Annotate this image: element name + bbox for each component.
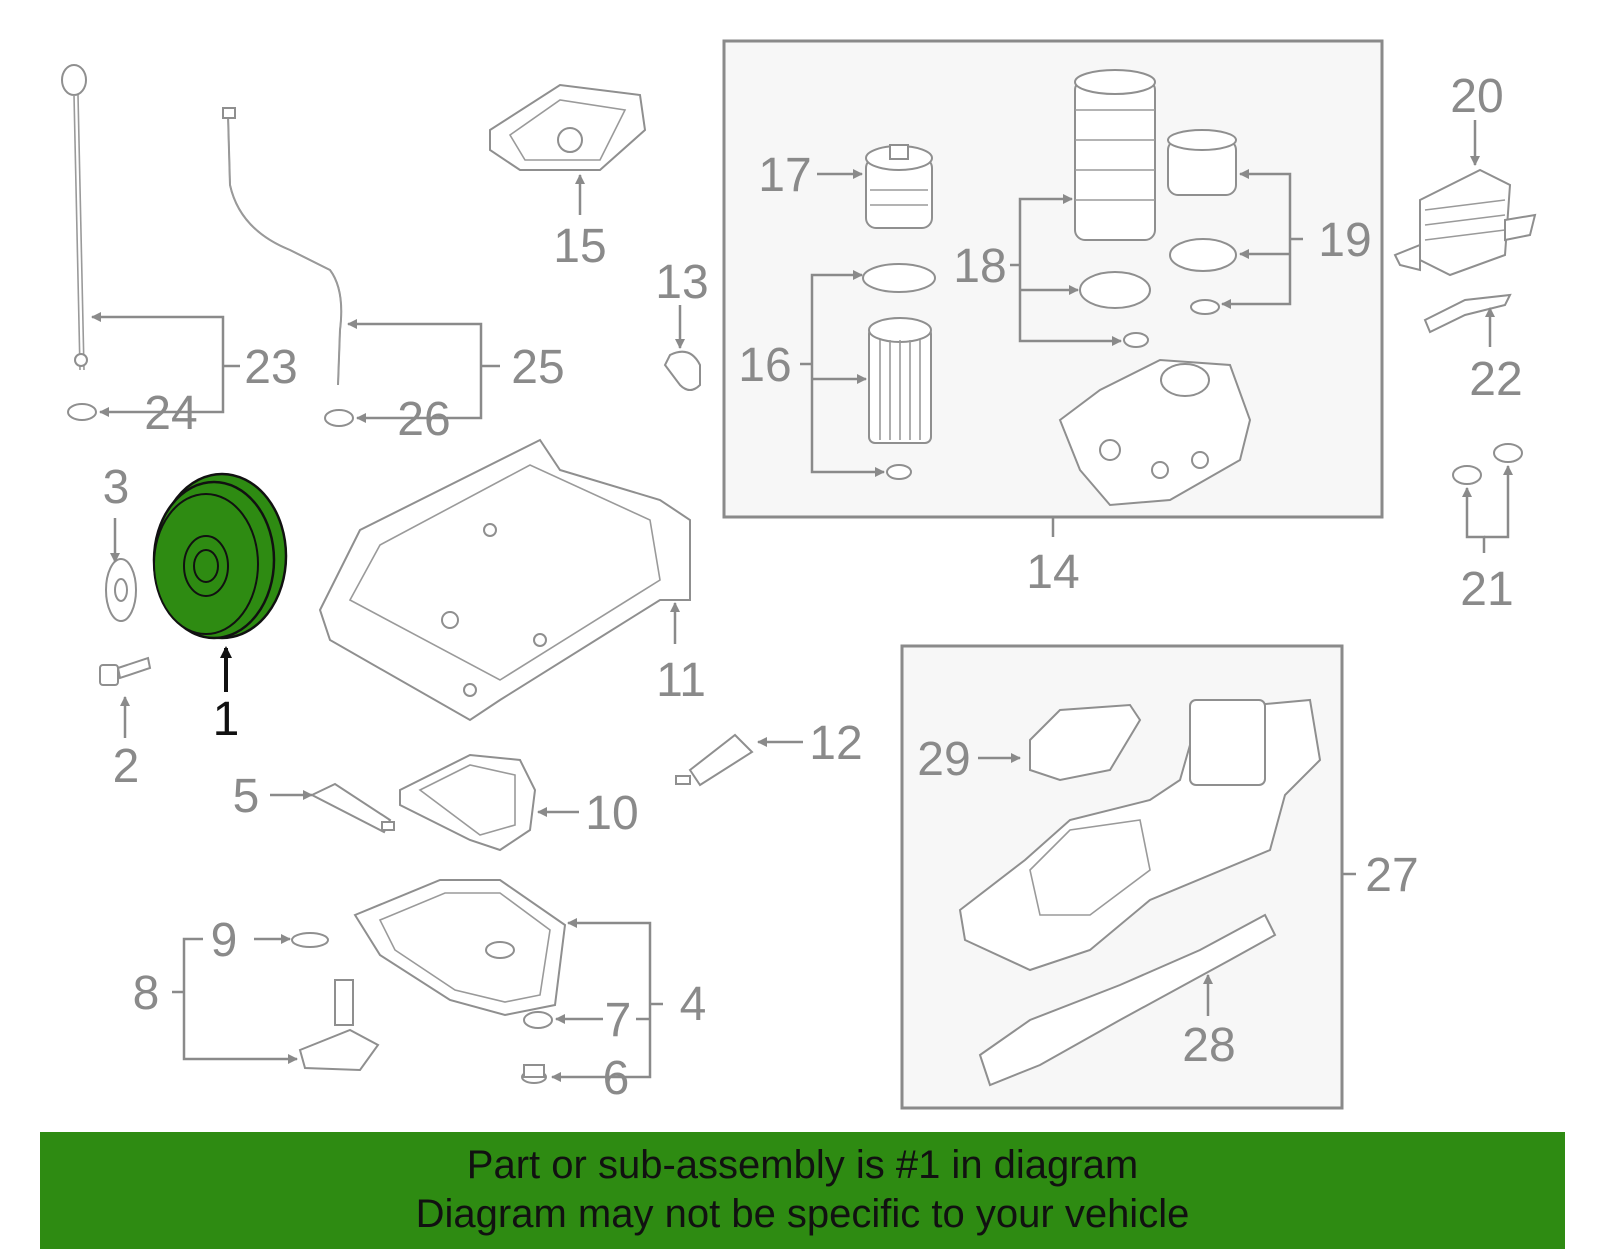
sealant-tube-5-part[interactable] [309, 782, 395, 834]
callout-16[interactable]: 16 [738, 339, 791, 392]
callout-6[interactable]: 6 [603, 1052, 630, 1105]
oil-level-sensor-part[interactable] [298, 979, 380, 1072]
callout-8[interactable]: 8 [133, 967, 160, 1020]
callout-23[interactable]: 23 [244, 341, 297, 394]
dipstick-tube-part[interactable] [222, 107, 354, 427]
sealant-tube-12-part[interactable] [675, 733, 754, 787]
oil-cooler-part[interactable] [1393, 168, 1537, 277]
seal-13-part[interactable] [663, 350, 701, 391]
callout-3[interactable]: 3 [103, 461, 130, 514]
callout-18[interactable]: 18 [953, 240, 1006, 293]
o-ring-9-part[interactable] [291, 932, 329, 948]
callout-26[interactable]: 26 [397, 393, 450, 446]
timing-cover-part[interactable] [489, 83, 647, 171]
callout-22[interactable]: 22 [1469, 353, 1522, 406]
lower-oil-pan-part[interactable] [958, 698, 1322, 972]
callout-28[interactable]: 28 [1182, 1019, 1235, 1072]
gasket-28-part[interactable] [978, 913, 1277, 1087]
oil-cooler-gasket-part[interactable] [1423, 293, 1512, 334]
part-info-banner: Part or sub-assembly is #1 in diagram Di… [40, 1132, 1565, 1249]
callout-20[interactable]: 20 [1450, 70, 1503, 123]
callout-15[interactable]: 15 [553, 220, 606, 273]
seal-21b-part[interactable] [1493, 443, 1523, 463]
seal-7-part[interactable] [523, 1011, 553, 1029]
dipstick-part[interactable] [61, 64, 97, 421]
callout-14[interactable]: 14 [1026, 546, 1079, 599]
callout-19[interactable]: 19 [1318, 214, 1371, 267]
callout-25[interactable]: 25 [511, 341, 564, 394]
callout-11[interactable]: 11 [656, 654, 706, 707]
oil-filter-base-part[interactable] [1058, 358, 1252, 507]
oil-filter-cap-part[interactable] [865, 144, 933, 229]
callout-24[interactable]: 24 [144, 387, 197, 440]
oil-filter-housing-group-box [722, 39, 1384, 519]
callout-4[interactable]: 4 [680, 978, 707, 1031]
callout-5[interactable]: 5 [233, 770, 260, 823]
pulley-bolt-part[interactable] [99, 656, 152, 686]
callouts: 1 2 3 4 5 6 7 8 9 10 11 12 13 14 15 16 1… [103, 70, 1523, 1105]
callout-17[interactable]: 17 [758, 149, 811, 202]
banner-line-2: Diagram may not be specific to your vehi… [415, 1192, 1190, 1236]
oil-baffle-part[interactable] [399, 753, 537, 852]
crankshaft-pulley-highlighted[interactable] [152, 472, 288, 640]
oil-pan-part[interactable] [353, 879, 567, 1017]
gasket-29-part[interactable] [1029, 703, 1142, 782]
callout-2[interactable]: 2 [113, 740, 140, 793]
oil-filter-housing-part[interactable] [1074, 69, 1156, 348]
upper-oil-pan-part[interactable] [318, 438, 691, 722]
seal-21a-part[interactable] [1452, 465, 1482, 485]
callout-9[interactable]: 9 [211, 914, 238, 967]
callout-21[interactable]: 21 [1460, 563, 1513, 616]
callout-10[interactable]: 10 [585, 787, 638, 840]
banner-line-1: Part or sub-assembly is #1 in diagram [466, 1143, 1139, 1187]
pulley-washer-part[interactable] [105, 558, 137, 622]
leader-lines [91, 120, 1513, 1082]
drain-plug-part[interactable] [521, 1064, 547, 1084]
callout-1[interactable]: 1 [213, 693, 240, 746]
oil-filter-element-part[interactable] [862, 263, 936, 480]
callout-29[interactable]: 29 [917, 733, 970, 786]
callout-7[interactable]: 7 [605, 994, 632, 1047]
thermostat-housing-part[interactable] [1167, 129, 1237, 315]
callout-27[interactable]: 27 [1365, 849, 1418, 902]
callout-12[interactable]: 12 [809, 717, 862, 770]
callout-13[interactable]: 13 [655, 256, 708, 309]
